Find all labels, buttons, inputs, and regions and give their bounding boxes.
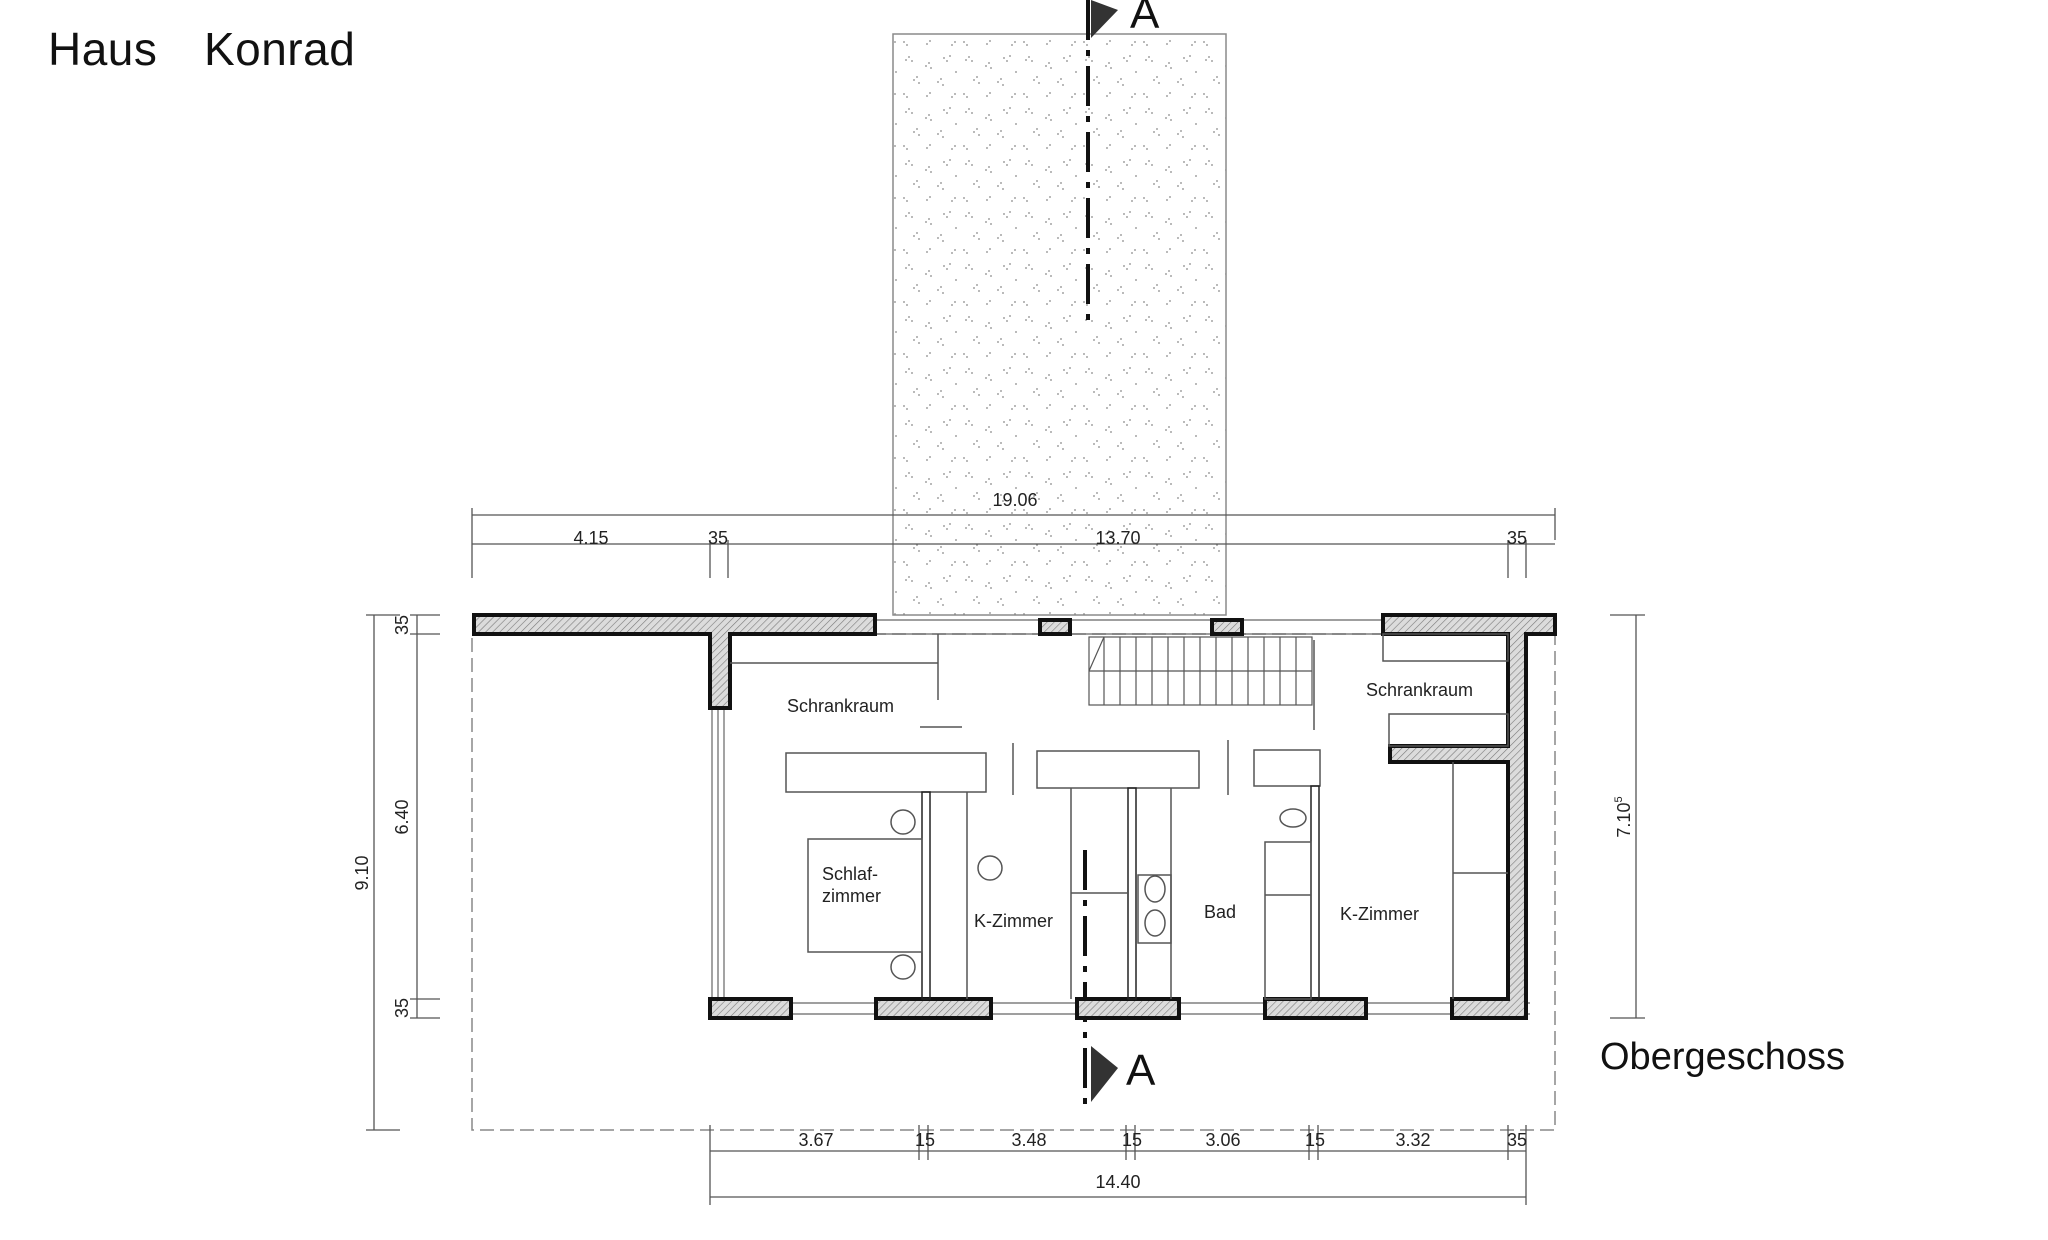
room-label-schlafzimmer-1: Schlaf- xyxy=(822,864,878,884)
dim-left-overall: 9.10 xyxy=(352,855,372,890)
section-line-a xyxy=(1083,0,1090,1105)
dim-right-overall: 7.105 xyxy=(1613,796,1634,837)
section-arrow-top-icon xyxy=(1091,0,1118,38)
drawing-title: Haus Konrad xyxy=(48,23,356,75)
room-label-schrankraum-right: Schrankraum xyxy=(1366,680,1473,700)
dim-top-seg-3: 13.70 xyxy=(1095,528,1140,548)
dim-top-seg-1: 4.15 xyxy=(573,528,608,548)
top-dimension-lines xyxy=(471,508,1556,578)
dim-top-overall: 19.06 xyxy=(992,490,1037,510)
dim-top-seg-2: 35 xyxy=(708,528,728,548)
dim-left-seg-3: 35 xyxy=(392,998,412,1018)
room-label-bad: Bad xyxy=(1204,902,1236,922)
floor-label: Obergeschoss xyxy=(1600,1036,1846,1078)
dim-bottom-seg-6: 15 xyxy=(1305,1130,1325,1150)
room-label-kzimmer-right: K-Zimmer xyxy=(1340,904,1419,924)
terrace-area xyxy=(892,33,1227,616)
dim-left-seg-1: 35 xyxy=(392,615,412,635)
dim-bottom-seg-8: 35 xyxy=(1507,1130,1527,1150)
dim-bottom-seg-1: 3.67 xyxy=(798,1130,833,1150)
walls xyxy=(472,613,1557,1020)
dim-bottom-seg-5: 3.06 xyxy=(1205,1130,1240,1150)
room-label-kzimmer-left: K-Zimmer xyxy=(974,911,1053,931)
dim-bottom-overall: 14.40 xyxy=(1095,1172,1140,1192)
section-label-bottom: A xyxy=(1126,1046,1156,1095)
right-dimension-line xyxy=(1610,614,1645,1019)
dim-bottom-seg-4: 15 xyxy=(1122,1130,1142,1150)
dim-bottom-seg-3: 3.48 xyxy=(1011,1130,1046,1150)
staircase xyxy=(1088,636,1313,706)
dim-bottom-seg-7: 3.32 xyxy=(1395,1130,1430,1150)
left-dimension-lines xyxy=(366,614,440,1131)
section-label-top: A xyxy=(1130,0,1160,38)
roof-outline xyxy=(471,633,1556,1131)
room-label-schrankraum-left: Schrankraum xyxy=(787,696,894,716)
section-arrow-bottom-icon xyxy=(1091,1046,1118,1102)
dim-bottom-seg-2: 15 xyxy=(915,1130,935,1150)
room-label-schlafzimmer-2: zimmer xyxy=(822,886,881,906)
interior-lines xyxy=(730,633,1509,1000)
bottom-dimension-lines xyxy=(709,1125,1527,1205)
dim-top-seg-4: 35 xyxy=(1507,528,1527,548)
dim-left-seg-2: 6.40 xyxy=(392,799,412,834)
